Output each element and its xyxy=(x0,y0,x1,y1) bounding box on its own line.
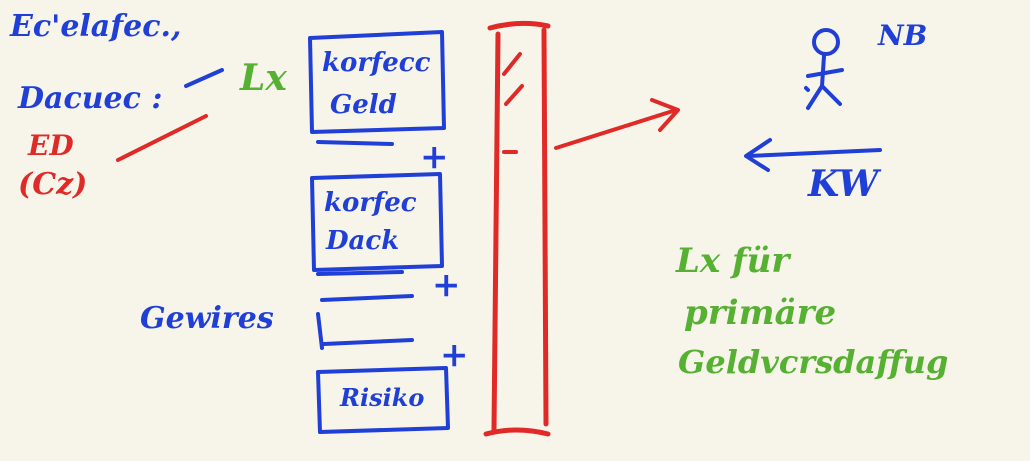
plus-sign-3: + xyxy=(440,335,469,375)
plus-sign-1: + xyxy=(420,137,449,177)
box-kapital-geld xyxy=(308,30,446,134)
box-2-text-line2: Dack xyxy=(326,226,400,256)
green-text-line2: primäre xyxy=(684,293,837,333)
stick-figure-head xyxy=(812,28,840,56)
blue-arrow-head xyxy=(744,138,772,172)
red-column-bottom xyxy=(483,427,551,437)
red-column-right xyxy=(541,27,549,427)
blue-dash-stroke xyxy=(184,68,224,88)
box-4-text: Risiko xyxy=(340,383,425,412)
box-2-text-line1: korfec xyxy=(324,188,417,218)
red-column-top xyxy=(487,20,551,31)
green-text-line1: Lx für xyxy=(676,241,790,281)
red-column-tick-2 xyxy=(504,84,524,106)
box-risiko xyxy=(316,366,450,434)
box-2-underline xyxy=(316,270,404,276)
red-column-tick-1 xyxy=(502,52,522,76)
box-gewinn xyxy=(316,294,414,350)
red-connector-stroke xyxy=(116,114,208,162)
box-1-text-line1: korfecc xyxy=(322,48,431,78)
label-nb: NB xyxy=(878,19,928,52)
blue-arrow-shaft xyxy=(746,148,882,158)
green-text-line3: Geldvcrsdaffug xyxy=(678,343,949,381)
label-darlehen: Dacuec : xyxy=(18,81,163,116)
stick-figure-body xyxy=(804,54,844,110)
box-1-text-line2: Geld xyxy=(330,90,397,120)
label-ed: ED xyxy=(28,129,74,162)
red-arrow-shaft xyxy=(554,108,678,150)
label-lx: Lx xyxy=(240,57,287,99)
red-column-left xyxy=(491,31,501,433)
label-cz: (Cz) xyxy=(18,167,88,202)
box-1-underline xyxy=(316,140,394,146)
red-arrow-head xyxy=(650,98,680,132)
label-eigenkapital: Ec'elafec., xyxy=(10,9,182,44)
box-kapital-dank xyxy=(310,172,444,272)
label-kw: KW xyxy=(808,163,879,205)
label-gewinn: Gewires xyxy=(140,301,274,336)
plus-sign-2: + xyxy=(432,265,461,305)
